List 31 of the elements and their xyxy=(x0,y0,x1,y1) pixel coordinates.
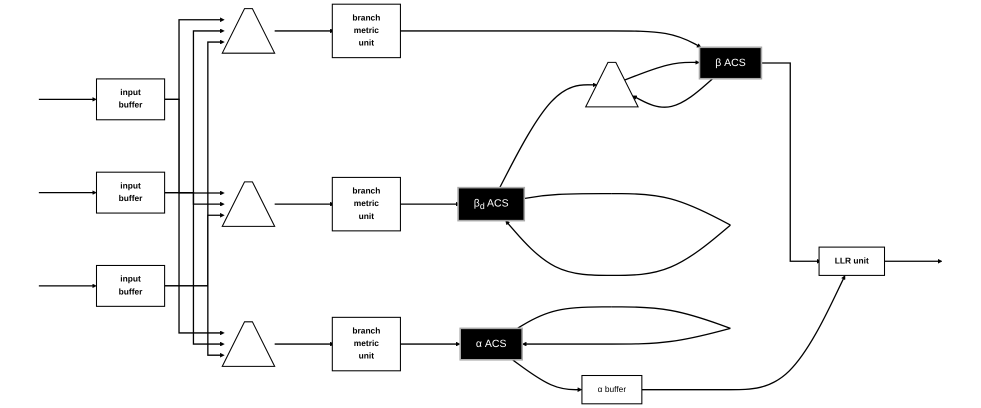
node-box: input buffer xyxy=(96,78,166,120)
node-trapezoid xyxy=(221,181,276,227)
arrow xyxy=(632,78,714,108)
node-trapezoid xyxy=(221,8,276,54)
arrow xyxy=(400,342,460,346)
arrow xyxy=(38,190,97,195)
arrow xyxy=(164,285,225,358)
arrow xyxy=(38,284,97,288)
node-trapezoid xyxy=(221,321,276,367)
node-box: α ACS xyxy=(459,328,523,361)
arrow xyxy=(624,60,700,81)
node-box: β ACS xyxy=(698,46,762,80)
arrow xyxy=(164,98,225,336)
node-trapezoid xyxy=(584,62,639,108)
arrow xyxy=(164,192,225,346)
node-box: LLR unit xyxy=(818,246,886,276)
node-box: input buffer xyxy=(96,172,166,214)
node-box: branch metric unit xyxy=(332,4,401,58)
node-box: α buffer xyxy=(581,374,642,404)
arrow xyxy=(517,306,731,346)
arrow xyxy=(400,30,702,48)
arrow xyxy=(512,359,582,392)
node-box: input buffer xyxy=(96,264,166,307)
arrow xyxy=(38,97,97,102)
arrow xyxy=(499,82,598,188)
node-box: branch metric unit xyxy=(332,176,401,232)
arrow xyxy=(884,258,942,264)
arrow xyxy=(505,193,731,276)
node-box: β$_{d}$ ACS xyxy=(457,186,526,222)
arrow xyxy=(642,275,846,390)
node-box: branch metric unit xyxy=(332,316,401,372)
